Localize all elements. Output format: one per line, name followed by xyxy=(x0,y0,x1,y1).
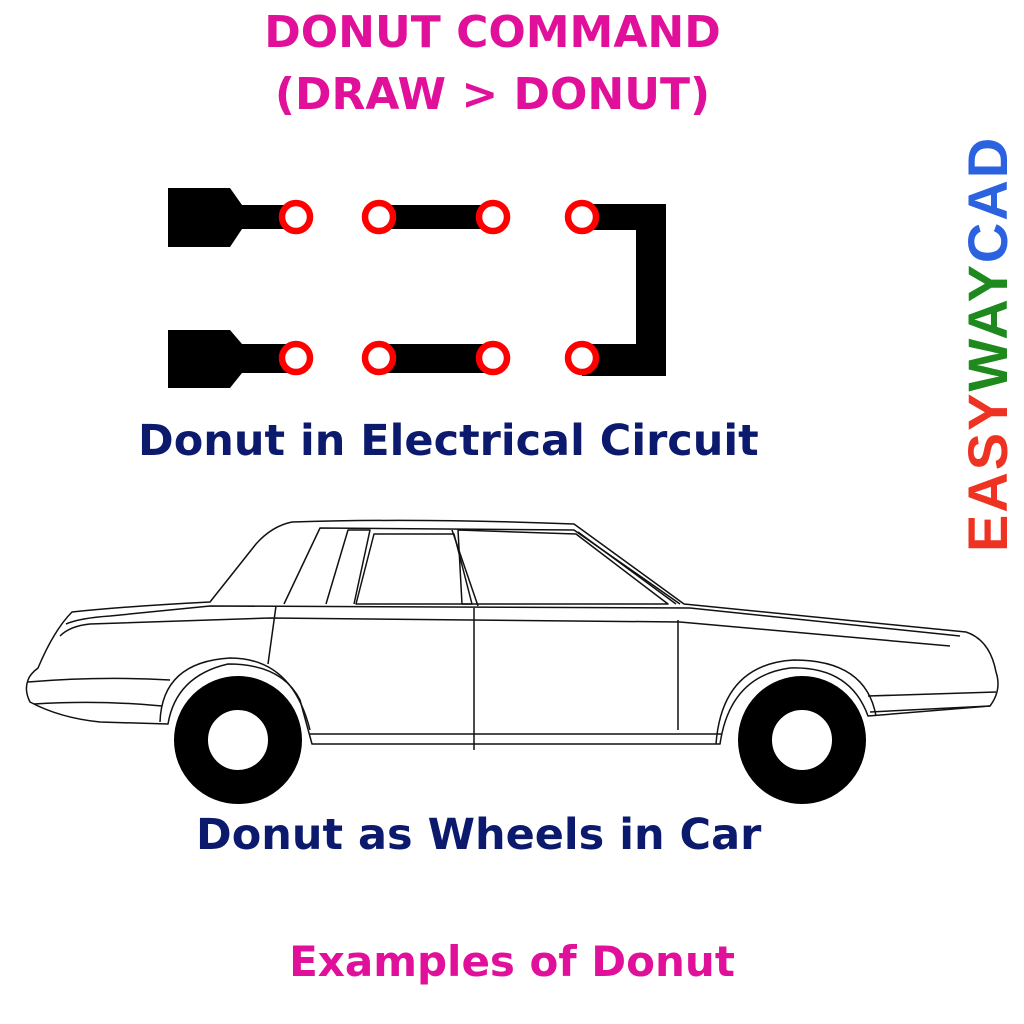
donut-bottom-1 xyxy=(278,340,314,376)
donut-top-1 xyxy=(278,199,314,235)
car-belt-line xyxy=(65,605,961,637)
trace-bottom-middle xyxy=(379,344,493,373)
connector-pad-top xyxy=(168,188,296,247)
donut-top-4 xyxy=(564,199,600,235)
svg-text:EASYWAYCAD: EASYWAYCAD xyxy=(960,140,1019,552)
car-rear-wheel-arch xyxy=(159,657,311,731)
car-front-bumper xyxy=(867,691,997,697)
caption-car-wheels: Donut as Wheels in Car xyxy=(196,810,762,860)
caption-examples: Examples of Donut xyxy=(289,937,735,986)
brand-part-cad: CAD xyxy=(960,140,1019,263)
brand-part-easy: EASY xyxy=(960,392,1019,553)
car-rear-window xyxy=(325,529,371,605)
car-back-door-window xyxy=(355,533,473,605)
donut-bottom-3 xyxy=(475,340,511,376)
car-front-door-window xyxy=(457,529,669,605)
trace-right-loop xyxy=(582,204,666,376)
donut-bottom-4 xyxy=(564,340,600,376)
brand-part-way: WAY xyxy=(960,263,1019,391)
brand-logo: EASYWAYCAD xyxy=(960,140,1019,552)
trace-top-middle xyxy=(379,205,493,229)
donut-top-3 xyxy=(475,199,511,235)
donut-bottom-2 xyxy=(361,340,397,376)
donut-top-2 xyxy=(361,199,397,235)
car-rear-bumper xyxy=(27,677,171,683)
page-title-line1: DONUT COMMAND xyxy=(264,7,721,58)
car-pillar xyxy=(451,529,479,607)
car-rear-wheel xyxy=(174,676,302,804)
car-front-wheel xyxy=(738,676,866,804)
car-body-outline xyxy=(25,519,999,745)
caption-electrical-circuit: Donut in Electrical Circuit xyxy=(138,416,759,466)
car-door-line-rear xyxy=(267,605,277,665)
car-front-wheel-arch xyxy=(715,659,877,745)
page-title-line2: (DRAW > DONUT) xyxy=(274,69,711,120)
car-roof-inner xyxy=(283,527,681,605)
connector-pad-bottom xyxy=(168,330,296,388)
